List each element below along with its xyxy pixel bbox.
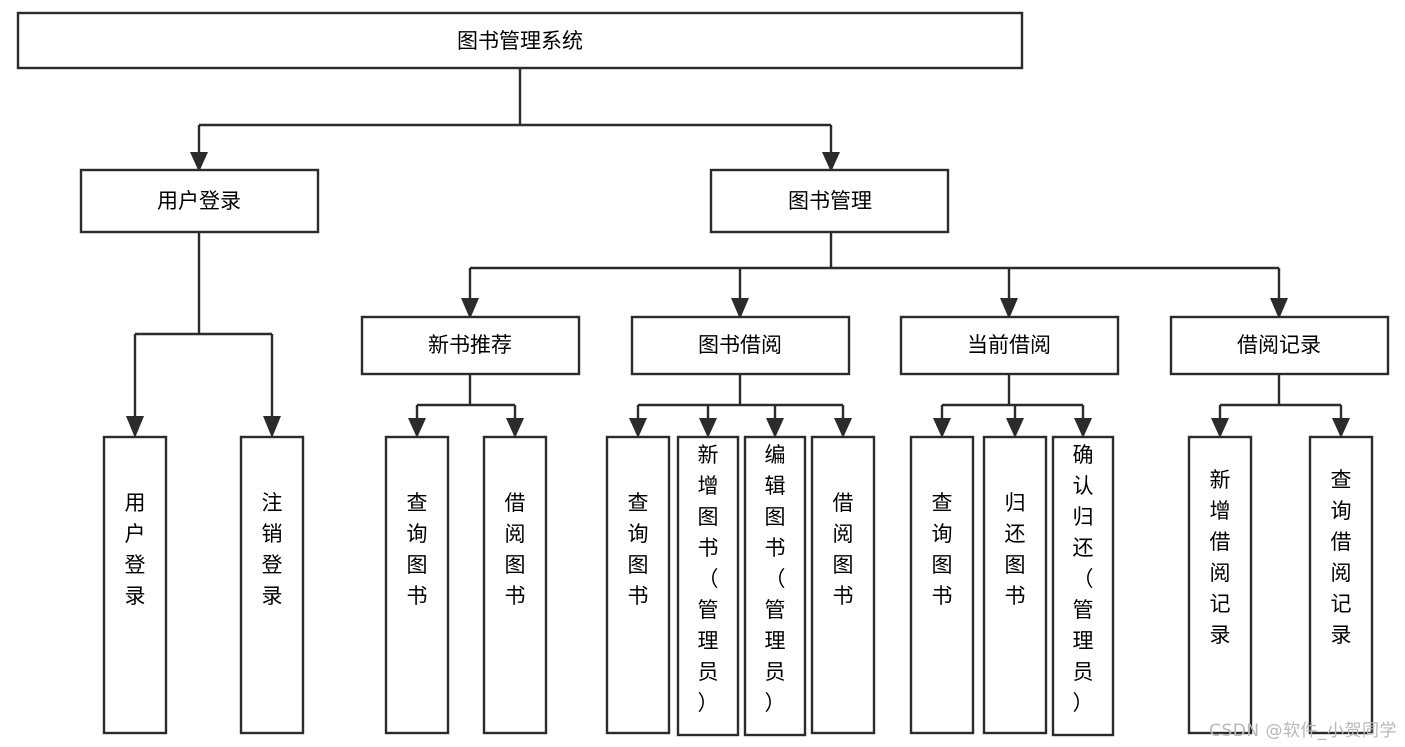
node-box-book-borrow[interactable] <box>630 315 851 376</box>
arrowhead-record-leaf1 <box>1211 418 1229 438</box>
node-box-leaf-query-book-current[interactable] <box>909 435 975 735</box>
arrowhead-userlogin-leaf1 <box>126 416 144 438</box>
node-leaf-borrow-book-recommend[interactable]: 借阅图书 <box>482 435 548 735</box>
arrowhead-to-newbook <box>461 298 479 319</box>
node-label-leaf-add-book-admin: 新增图书（管理员） <box>698 443 719 715</box>
node-leaf-logout[interactable]: 注销登录 <box>239 435 305 735</box>
arrowhead-borrow-leaf1 <box>629 418 647 438</box>
node-leaf-query-borrow-record[interactable]: 查询借阅记录 <box>1308 435 1374 735</box>
node-label-borrow-record: 借阅记录 <box>1237 333 1321 357</box>
arrowhead-to-book-mgmt <box>822 152 840 172</box>
arrowhead-to-current <box>1000 298 1018 319</box>
node-leaf-confirm-return-admin[interactable]: 确认归还（管理员） <box>1051 435 1115 737</box>
node-borrow-record[interactable]: 借阅记录 <box>1169 315 1390 376</box>
node-leaf-add-book-admin[interactable]: 新增图书（管理员） <box>676 435 740 737</box>
node-leaf-edit-book-admin[interactable]: 编辑图书（管理员） <box>743 435 807 737</box>
node-book-management[interactable]: 图书管理 <box>709 168 950 234</box>
node-leaf-query-book-borrow[interactable]: 查询图书 <box>605 435 671 735</box>
node-label-leaf-add-borrow-record: 新增借阅记录 <box>1210 468 1231 647</box>
node-box-leaf-add-book-admin[interactable] <box>676 435 740 737</box>
arrowhead-userlogin-leaf2 <box>263 416 281 438</box>
node-leaf-query-book-recommend[interactable]: 查询图书 <box>384 435 450 735</box>
node-book-borrow[interactable]: 图书借阅 <box>630 315 851 376</box>
arrowhead-newbook-leaf1 <box>408 418 426 438</box>
node-box-leaf-user-login[interactable] <box>102 435 168 735</box>
arrowhead-to-user-login <box>190 152 208 172</box>
arrowhead-current-leaf2 <box>1006 418 1024 438</box>
node-box-leaf-return-book[interactable] <box>982 435 1048 735</box>
node-label-leaf-query-book-borrow: 查询图书 <box>628 491 649 608</box>
node-leaf-borrow-book[interactable]: 借阅图书 <box>810 435 876 735</box>
arrowhead-newbook-leaf2 <box>506 418 524 438</box>
node-label-leaf-query-book-recommend: 查询图书 <box>407 491 428 608</box>
node-label-leaf-return-book: 归还图书 <box>1005 491 1026 608</box>
node-label-new-book-recommend: 新书推荐 <box>428 333 512 357</box>
connectors-record-to-leaves <box>1211 374 1350 438</box>
connectors-borrow-to-leaves <box>629 374 852 438</box>
arrowhead-borrow-leaf3 <box>766 418 784 438</box>
node-box-borrow-record[interactable] <box>1169 315 1390 376</box>
node-current-borrow[interactable]: 当前借阅 <box>899 315 1120 376</box>
connectors-userlogin-to-leaves <box>126 232 281 438</box>
node-user-login[interactable]: 用户登录 <box>79 168 320 234</box>
node-box-root[interactable] <box>16 11 1024 70</box>
arrowhead-to-record <box>1270 298 1288 319</box>
node-label-leaf-logout: 注销登录 <box>262 491 283 608</box>
node-box-user-login[interactable] <box>79 168 320 234</box>
node-label-leaf-query-book-current: 查询图书 <box>932 491 953 608</box>
node-box-leaf-query-borrow-record[interactable] <box>1308 435 1374 735</box>
node-leaf-return-book[interactable]: 归还图书 <box>982 435 1048 735</box>
node-box-leaf-confirm-return-admin[interactable] <box>1051 435 1115 737</box>
connectors-current-to-leaves <box>933 374 1092 438</box>
node-label-leaf-query-borrow-record: 查询借阅记录 <box>1331 468 1352 647</box>
node-label-root: 图书管理系统 <box>457 29 583 53</box>
node-label-current-borrow: 当前借阅 <box>967 333 1051 357</box>
node-leaf-add-borrow-record[interactable]: 新增借阅记录 <box>1187 435 1253 735</box>
node-label-leaf-borrow-book: 借阅图书 <box>833 491 854 608</box>
arrowhead-borrow-leaf4 <box>834 418 852 438</box>
node-box-book-management[interactable] <box>709 168 950 234</box>
node-box-leaf-edit-book-admin[interactable] <box>743 435 807 737</box>
arrowhead-current-leaf1 <box>933 418 951 438</box>
node-label-leaf-borrow-book-recommend: 借阅图书 <box>505 491 526 608</box>
connectors-root-to-level2 <box>190 68 840 172</box>
arrowhead-borrow-leaf2 <box>699 418 717 438</box>
node-box-leaf-borrow-book[interactable] <box>810 435 876 735</box>
arrowhead-to-borrow <box>731 298 749 319</box>
node-label-book-management: 图书管理 <box>788 189 872 213</box>
node-box-leaf-logout[interactable] <box>239 435 305 735</box>
node-label-user-login: 用户登录 <box>157 189 241 213</box>
node-box-new-book-recommend[interactable] <box>360 315 581 376</box>
node-leaf-user-login[interactable]: 用户登录 <box>102 435 168 735</box>
node-box-leaf-borrow-book-recommend[interactable] <box>482 435 548 735</box>
node-label-book-borrow: 图书借阅 <box>698 333 782 357</box>
connectors-bookmgmt-to-level3 <box>461 232 1288 319</box>
node-leaf-query-book-current[interactable]: 查询图书 <box>909 435 975 735</box>
node-label-leaf-confirm-return-admin: 确认归还（管理员） <box>1073 443 1094 715</box>
node-box-leaf-query-book-recommend[interactable] <box>384 435 450 735</box>
arrowhead-record-leaf2 <box>1332 418 1350 438</box>
node-box-current-borrow[interactable] <box>899 315 1120 376</box>
node-label-leaf-edit-book-admin: 编辑图书（管理员） <box>765 443 786 715</box>
node-root-system[interactable]: 图书管理系统 <box>16 11 1024 70</box>
node-box-leaf-query-book-borrow[interactable] <box>605 435 671 735</box>
node-label-leaf-user-login: 用户登录 <box>125 491 146 608</box>
node-new-book-recommend[interactable]: 新书推荐 <box>360 315 581 376</box>
connectors-newbook-to-leaves <box>408 374 524 438</box>
arrowhead-current-leaf3 <box>1074 418 1092 438</box>
node-box-leaf-add-borrow-record[interactable] <box>1187 435 1253 735</box>
